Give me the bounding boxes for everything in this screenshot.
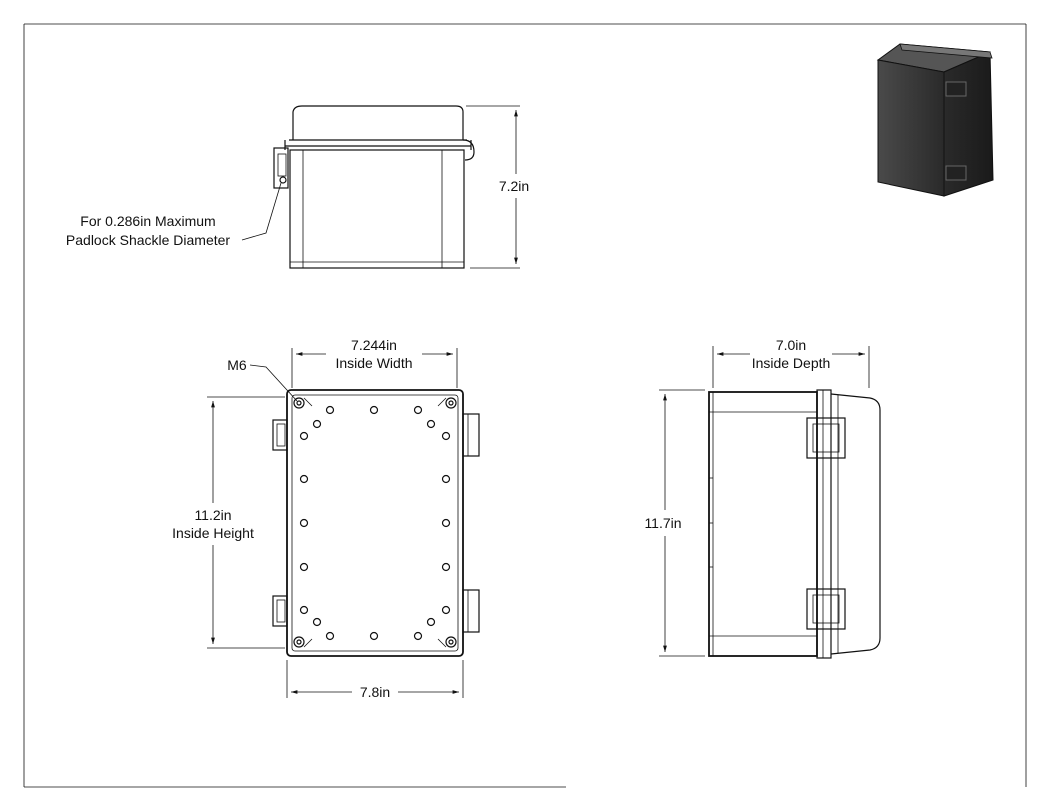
inside-width-label: Inside Width — [335, 355, 412, 371]
sheet-border — [23, 23, 1027, 788]
inside-width-value: 7.244in — [351, 337, 397, 353]
thread-callout: M6 — [227, 357, 247, 373]
inside-height-label: Inside Height — [172, 525, 254, 541]
dimension-inside-width — [291, 348, 458, 388]
dimension-inside-depth — [712, 346, 870, 388]
dimension-overall-width — [286, 660, 464, 698]
overall-length-label: 11.7in — [644, 515, 681, 531]
inside-depth-value: 7.0in — [776, 337, 806, 353]
padlock-note-line1: For 0.286in Maximum — [80, 213, 215, 229]
iso-preview-enclosure — [876, 43, 994, 197]
overall-width-label: 7.8in — [360, 684, 390, 700]
inside-height-value: 11.2in — [194, 507, 231, 523]
padlock-note-line2: Padlock Shackle Diameter — [66, 232, 231, 248]
dimension-overall-height — [466, 105, 520, 269]
overall-height-label: 7.2in — [499, 178, 529, 194]
face-view — [249, 364, 480, 657]
side-view-front — [241, 105, 475, 269]
dimension-inside-height — [207, 396, 285, 649]
side-view-right — [708, 389, 881, 659]
dimension-overall-length — [659, 389, 705, 657]
inside-depth-label: Inside Depth — [752, 355, 831, 371]
